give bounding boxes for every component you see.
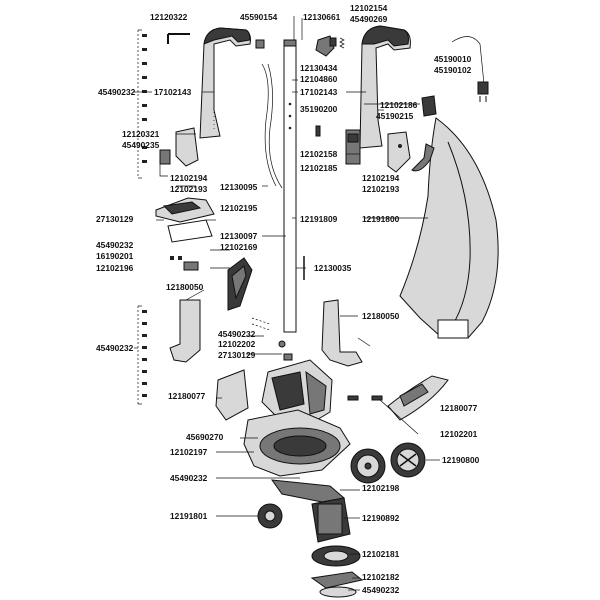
center-tube [283,39,297,333]
cable-guide-plate [167,219,213,243]
part-label: 17102143 [154,87,192,97]
motor [311,497,351,543]
part-label: 12102185 [300,163,338,173]
part-labels: 12120322 45590154 12130661 12102154 4549… [96,3,480,595]
part-label: 12190892 [362,513,400,523]
part-label: 12130035 [314,263,352,273]
part-label: 12102154 [350,3,388,13]
trimmer-head-housing [243,409,351,477]
guard-flap [270,479,346,503]
screw-column-top [134,29,147,179]
part-label: 12102194 [362,173,400,183]
part-label: 12102197 [170,447,208,457]
trigger [387,131,411,173]
part-label: 45490232 [96,240,134,250]
blade [310,571,364,589]
left-lower-bracket [169,299,201,363]
grass-catcher [399,117,499,339]
part-label: 45490232 [98,87,136,97]
part-label: 12102181 [362,549,400,559]
part-label: 12102198 [362,483,400,493]
part-label: 12102186 [380,100,418,110]
part-label: 45590154 [240,12,278,22]
part-label: 45490269 [350,14,388,24]
part-label: 12130434 [300,63,338,73]
part-label: 12102201 [440,429,478,439]
screw-column-bottom [134,305,147,405]
part-label: 12130097 [220,231,258,241]
part-label: 12104860 [300,74,338,84]
part-label: 12102202 [218,339,256,349]
part-label: 12180077 [440,403,478,413]
allen-key [167,33,190,44]
part-label: 12130095 [220,182,258,192]
part-label: 45490235 [122,140,160,150]
bail-handle [411,143,435,172]
blade-washer [319,586,357,598]
left-cover [215,369,249,421]
part-label: 12180077 [168,391,206,401]
switch-box [345,129,361,165]
part-label: 12180050 [362,311,400,321]
small-washers [251,317,293,361]
edge-guide [387,375,449,421]
spool-cap [257,503,283,529]
part-label: 12191801 [170,511,208,521]
part-label: 12102158 [300,149,338,159]
left-switch [159,127,199,177]
part-label: 12102196 [96,263,134,273]
part-label: 12102195 [220,203,258,213]
part-label: 12102193 [362,184,400,194]
part-label: 45490232 [218,329,256,339]
cable-wire-left [261,63,283,189]
part-label: 45190215 [376,111,414,121]
part-label: 27130129 [218,350,256,360]
part-label: 45490232 [96,343,134,353]
shoulder-bracket [227,257,253,311]
part-label: 16190201 [96,251,134,261]
part-label: 12180050 [166,282,204,292]
wheel-left [350,448,386,484]
lock-knob [170,256,199,271]
switch-lever [315,35,337,57]
part-label: 45190102 [434,65,472,75]
leader-lines [138,16,440,591]
part-label: 45490232 [362,585,400,595]
part-label: 45490232 [170,473,208,483]
part-label: 12191809 [300,214,338,224]
small-bolt [315,125,321,137]
part-label: 17102143 [300,87,338,97]
cord-strain-relief [421,95,437,117]
part-label: 45190010 [434,54,472,64]
part-label: 12102193 [170,184,208,194]
power-cord [451,36,489,102]
part-label: 12120322 [150,12,188,22]
part-label: 12102182 [362,572,400,582]
part-label: 27130129 [96,214,134,224]
spring [339,37,345,49]
part-label: 12190800 [442,455,480,465]
right-lower-bracket [321,299,363,367]
left-handle-half [199,27,251,139]
part-label: 12102194 [170,173,208,183]
fan-blade [311,545,361,567]
part-label: 45690270 [186,432,224,442]
pins [347,395,383,401]
part-label: 12130661 [303,12,341,22]
part-label: 35190200 [300,104,338,114]
wheel-right [390,442,426,478]
cable-clip [255,39,265,49]
part-label: 12120321 [122,129,160,139]
cable-guide [155,197,215,223]
part-label: 12191800 [362,214,400,224]
motor-housing [261,359,333,425]
right-handle-half [359,25,411,149]
part-label: 12102169 [220,242,258,252]
